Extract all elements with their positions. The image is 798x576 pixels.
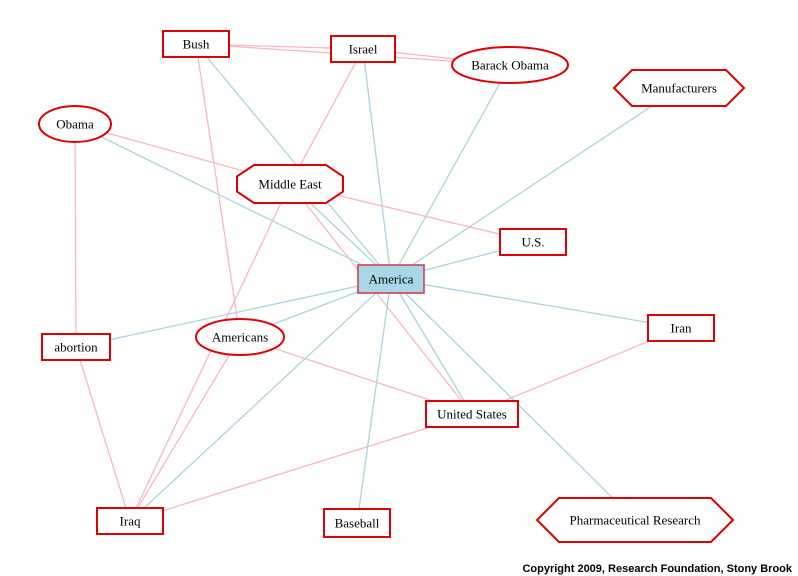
node-iran-shape <box>647 314 715 342</box>
edge-pharma-america <box>390 278 636 521</box>
node-israel[interactable]: Israel <box>330 35 396 63</box>
node-obama-shape <box>38 105 112 143</box>
node-united_states-shape <box>425 400 519 428</box>
node-america-shape <box>357 264 425 294</box>
edge-israel-middle_east <box>289 48 364 185</box>
edge-iran-united_states <box>471 327 682 415</box>
edge-obama-abortion <box>74 123 77 348</box>
edge-middle_east-united_states <box>289 183 473 415</box>
node-middle_east[interactable]: Middle East <box>236 164 344 204</box>
node-americans-shape <box>195 318 285 356</box>
node-bush-shape <box>162 30 230 58</box>
edge-americans-iraq <box>129 336 241 522</box>
edge-iraq-america <box>129 278 392 522</box>
node-manufacturers[interactable]: Manufacturers <box>612 69 746 107</box>
node-barack_obama[interactable]: Barack Obama <box>451 46 569 84</box>
node-us[interactable]: U.S. <box>499 228 567 256</box>
node-baseball[interactable]: Baseball <box>323 508 391 538</box>
node-baseball-label: Baseball <box>335 516 380 531</box>
node-bush-label: Bush <box>183 37 210 52</box>
edge-middle_east-iraq <box>129 183 291 522</box>
node-barack_obama-label: Barack Obama <box>471 58 549 73</box>
node-manufacturers-label: Manufacturers <box>641 81 717 96</box>
node-iraq-label: Iraq <box>120 514 141 529</box>
node-abortion-label: abortion <box>54 340 98 355</box>
edge-manufacturers-america <box>390 87 680 280</box>
node-americans[interactable]: Americans <box>195 318 285 356</box>
edge-abortion-iraq <box>75 346 131 522</box>
node-middle_east-shape <box>236 164 344 204</box>
node-barack_obama-shape <box>451 46 569 84</box>
node-americans-label: Americans <box>212 330 268 345</box>
edge-united_states-iraq <box>129 413 473 522</box>
node-us-label: U.S. <box>521 235 544 250</box>
node-united_states-label: United States <box>437 407 507 422</box>
node-baseball-shape <box>323 508 391 538</box>
edge-bush-americans <box>195 43 241 338</box>
edge-obama-america <box>74 123 392 280</box>
edge-barack_obama-america <box>390 64 511 280</box>
node-obama[interactable]: Obama <box>38 105 112 143</box>
node-iran-label: Iran <box>671 321 692 336</box>
node-pharma[interactable]: Pharmaceutical Research <box>535 497 735 543</box>
edge-israel-america <box>362 48 392 280</box>
copyright-notice: Copyright 2009, Research Foundation, Sto… <box>522 563 792 575</box>
node-israel-label: Israel <box>349 42 378 57</box>
node-pharma-shape <box>535 497 735 543</box>
node-pharma-label: Pharmaceutical Research <box>569 513 701 528</box>
edge-united_states-america <box>390 278 473 415</box>
node-middle_east-label: Middle East <box>258 177 322 192</box>
node-united_states[interactable]: United States <box>425 400 519 428</box>
node-iraq-shape <box>96 507 164 535</box>
node-obama-label: Obama <box>56 117 94 132</box>
node-us-shape <box>499 228 567 256</box>
edge-baseball-america <box>356 278 392 524</box>
node-iraq[interactable]: Iraq <box>96 507 164 535</box>
node-manufacturers-shape <box>612 69 746 107</box>
edge-bush-america <box>195 43 392 280</box>
node-america-label: America <box>369 272 414 287</box>
node-abortion[interactable]: abortion <box>41 333 111 361</box>
node-israel-shape <box>330 35 396 63</box>
node-abortion-shape <box>41 333 111 361</box>
node-bush[interactable]: Bush <box>162 30 230 58</box>
edge-abortion-america <box>75 278 392 348</box>
node-america[interactable]: America <box>357 264 425 294</box>
edge-iran-america <box>390 278 682 329</box>
node-iran[interactable]: Iran <box>647 314 715 342</box>
